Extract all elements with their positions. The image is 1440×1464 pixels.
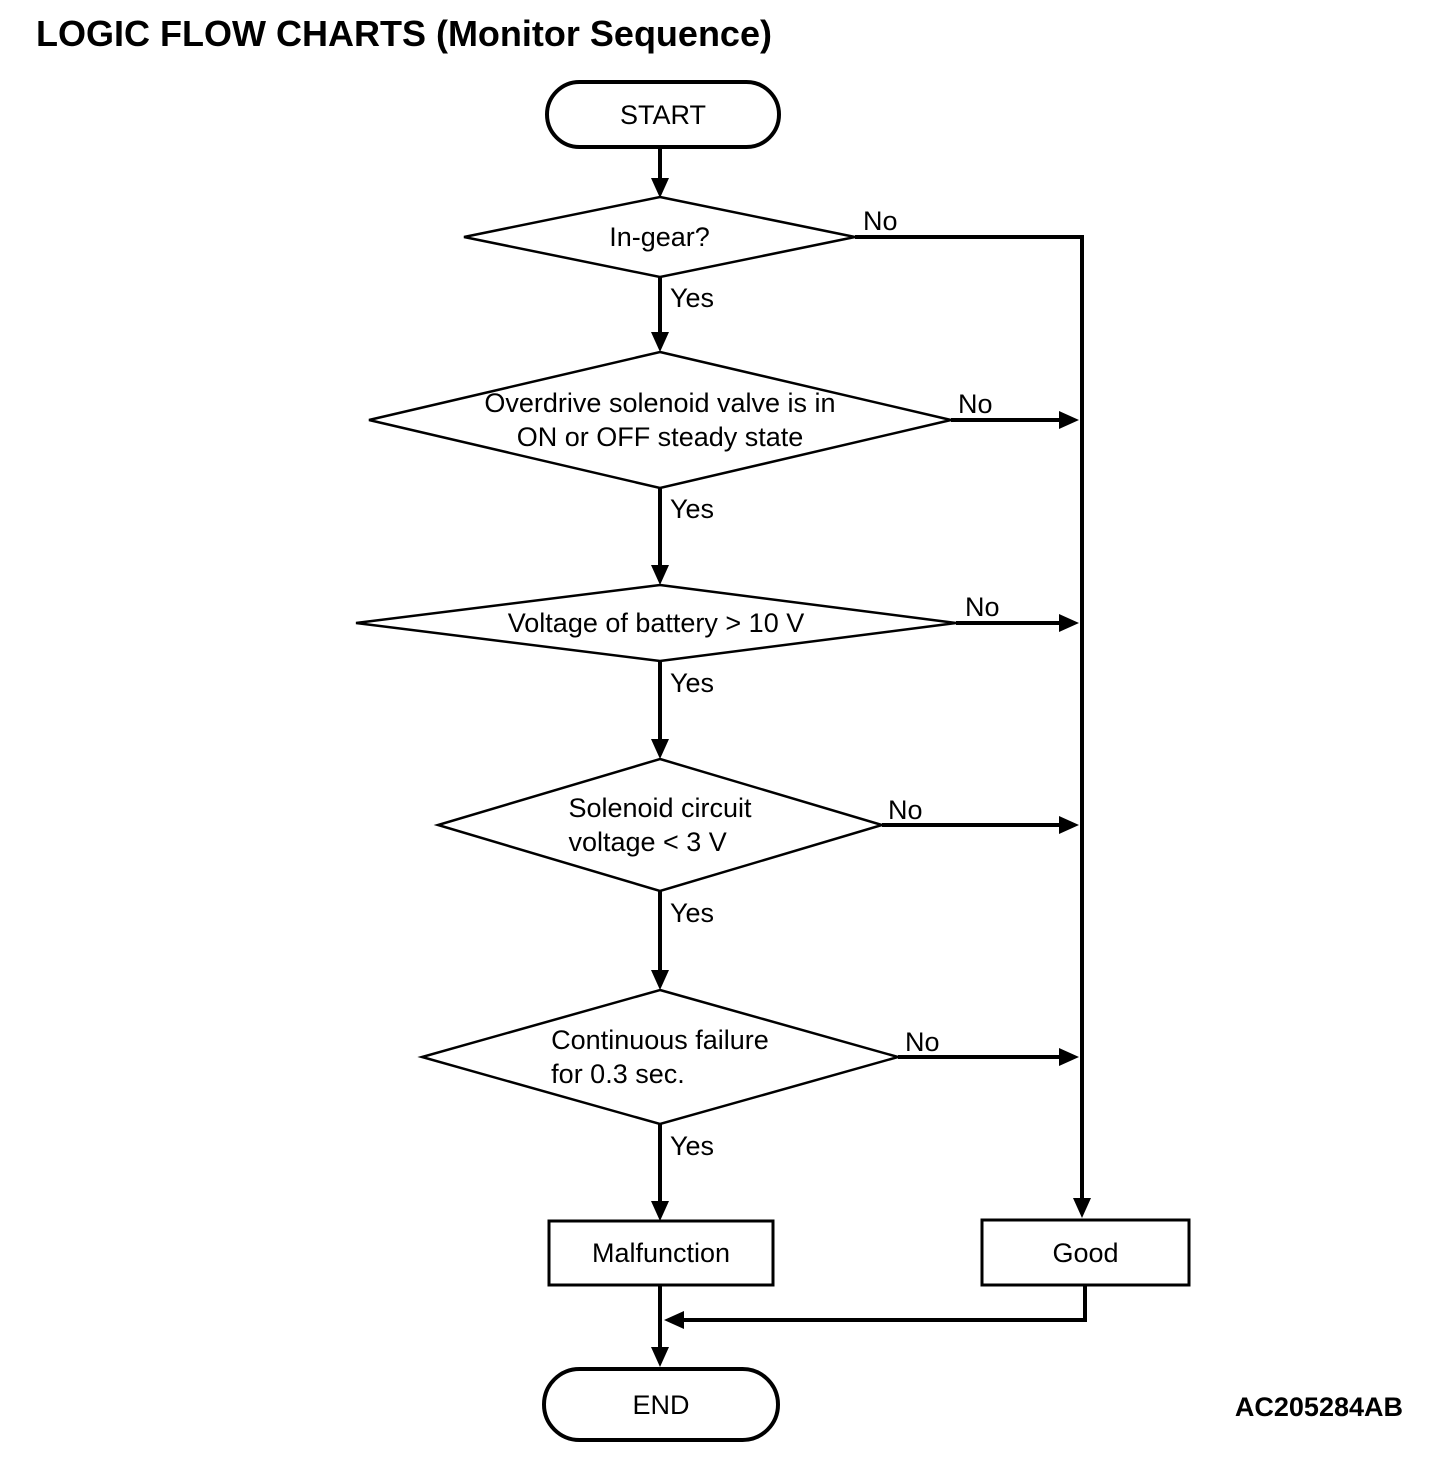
decision-in-gear-line-1: In-gear? [609, 222, 710, 252]
no-label-ingear: No [863, 206, 898, 236]
yes-label-ingear: Yes [670, 283, 715, 313]
malfunction-node [547, 1219, 775, 1287]
start-node [545, 80, 781, 149]
arrowhead-into-overdrive [651, 332, 669, 352]
decision-in-gear [463, 195, 856, 279]
arrowhead-no-failure [1059, 1048, 1079, 1066]
decision-overdrive-solenoid-label: Overdrive solenoid valve is in ON or OFF… [369, 352, 951, 488]
yes-label-overdrive: Yes [670, 494, 715, 524]
malfunction-node-label: Malfunction [591, 1238, 731, 1268]
no-label-failure: No [905, 1027, 940, 1057]
decision-overdrive-solenoid [368, 350, 952, 490]
no-label-solenoid: No [888, 795, 923, 825]
arrowhead-into-malfunction [651, 1201, 669, 1221]
decision-battery-voltage [355, 583, 957, 663]
arrowhead-no-overdrive [1059, 411, 1079, 429]
page-title: LOGIC FLOW CHARTS (Monitor Sequence) [36, 13, 772, 54]
decision-solenoid-line-1: Solenoid circuit [568, 793, 752, 823]
arrowhead-good-join [664, 1311, 684, 1329]
yes-label-battery: Yes [670, 668, 715, 698]
arrowhead-into-ingear [651, 178, 669, 198]
decision-in-gear-label: In-gear? [464, 197, 855, 277]
line-good-to-join [674, 1283, 1087, 1322]
decision-solenoid-circuit-label: Solenoid circuit voltage < 3 V [438, 759, 882, 891]
arrowhead-no-solenoid [1059, 816, 1079, 834]
line-no-trunk-to-good [855, 235, 1084, 1208]
start-node-label: START [619, 99, 706, 130]
decision-continuous-failure [417, 988, 903, 1126]
figure-code: AC205284AB [1234, 1392, 1403, 1422]
decision-overdrive-line-2: ON or OFF steady state [516, 422, 804, 452]
good-node-label: Good [1052, 1237, 1119, 1268]
arrowhead-into-good [1073, 1198, 1091, 1218]
decision-failure-line-2: for 0.3 sec. [551, 1059, 685, 1089]
yes-label-solenoid: Yes [670, 898, 715, 928]
arrowhead-into-battery [651, 565, 669, 585]
decision-battery-voltage-label: Voltage of battery > 10 V [356, 585, 956, 661]
decision-solenoid-circuit [433, 757, 887, 893]
no-label-overdrive: No [958, 389, 993, 419]
decision-continuous-failure-label: Continuous failure for 0.3 sec. [422, 990, 898, 1124]
decision-battery-line-1: Voltage of battery > 10 V [507, 608, 805, 638]
no-label-battery: No [965, 592, 1000, 622]
arrowhead-into-failure [651, 970, 669, 990]
arrowhead-no-battery [1059, 614, 1079, 632]
arrowhead-into-solenoid [651, 739, 669, 759]
decision-overdrive-line-1: Overdrive solenoid valve is in [484, 388, 836, 418]
end-node-label: END [632, 1389, 690, 1420]
arrowhead-into-end [651, 1347, 669, 1367]
good-node [980, 1218, 1191, 1287]
end-node [542, 1367, 780, 1442]
decision-solenoid-line-2: voltage < 3 V [568, 827, 727, 857]
decision-failure-line-1: Continuous failure [551, 1025, 769, 1055]
yes-label-failure: Yes [670, 1131, 715, 1161]
